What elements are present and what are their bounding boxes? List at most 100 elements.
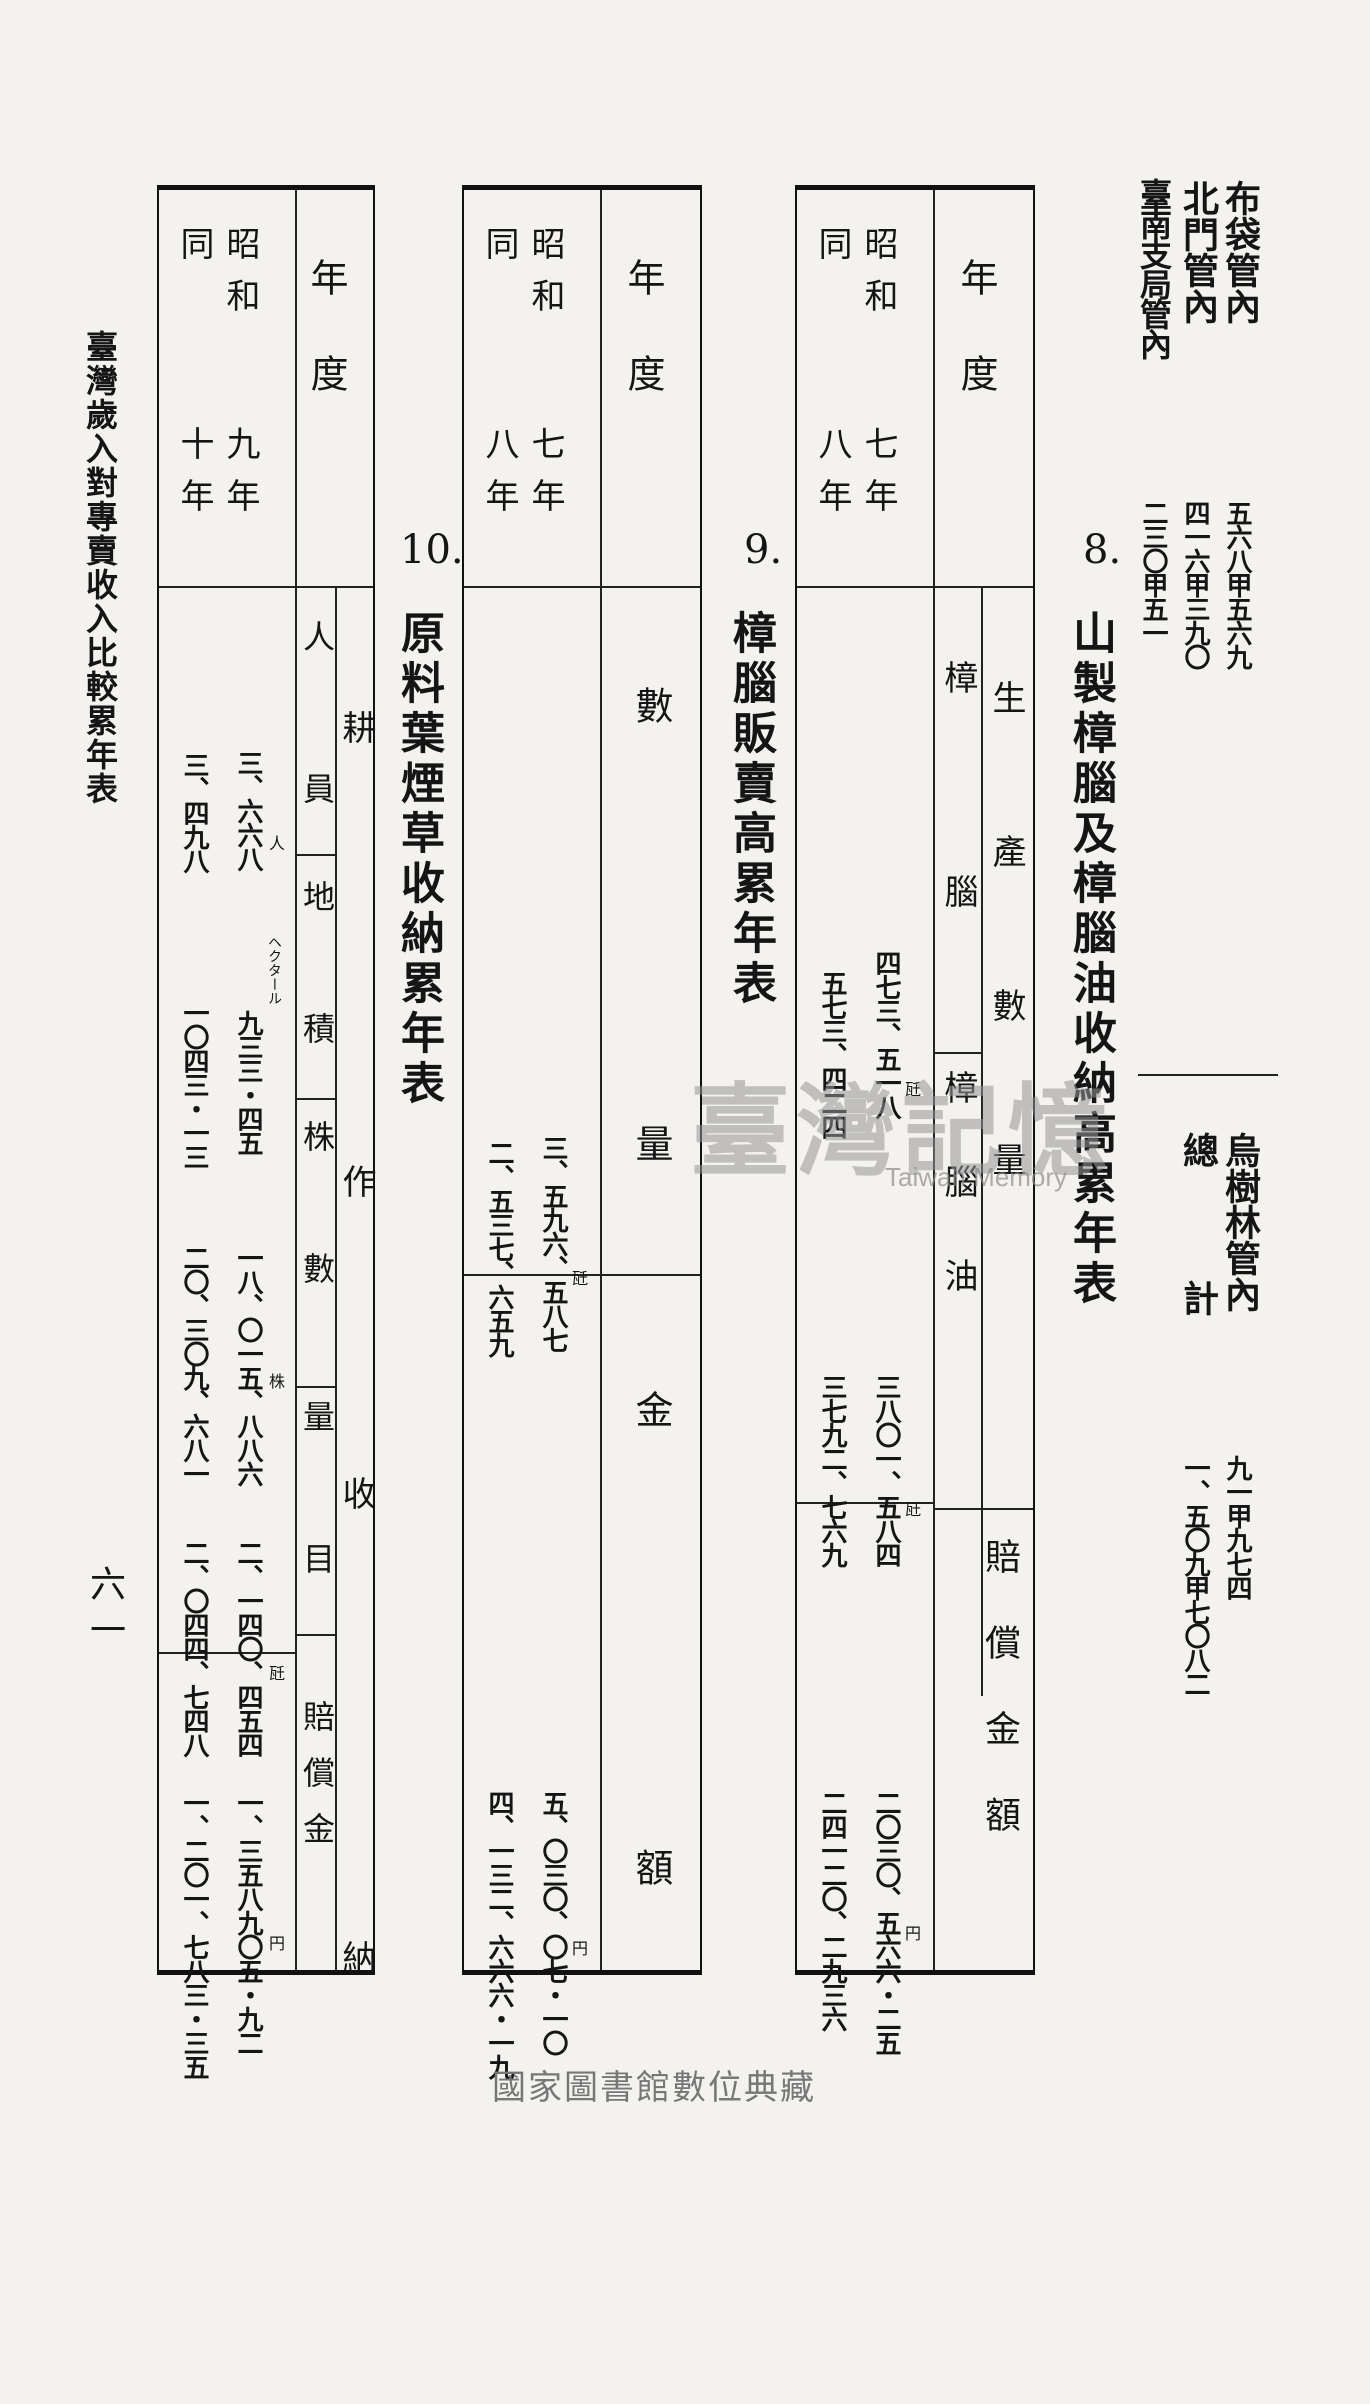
cell-amount: 五、〇三〇、〇七・一〇 (538, 1790, 568, 2054)
sub-divider (295, 1386, 335, 1388)
col-plants: 株數 (298, 1120, 336, 1384)
sub-divider (295, 1098, 335, 1100)
col-year: 年度 (304, 258, 348, 450)
table8-title: 山製樟腦及樟腦油收納高累年表 (1065, 610, 1116, 1310)
row-divider (797, 1502, 933, 1504)
col-divider (335, 586, 337, 1970)
year-b: 九年 (220, 426, 260, 530)
sub-divider (600, 1274, 700, 1276)
year-b: 八年 (812, 426, 852, 530)
col-cultivation: 耕作 (336, 710, 376, 1618)
unit-yen: 円 (269, 1934, 286, 1953)
year-b: 八年 (479, 426, 519, 530)
cell-area: 一〇四三・一三 (179, 1000, 209, 1168)
table10-title: 原料葉煙草收納累年表 (393, 610, 444, 1110)
year-a: 昭和 (525, 226, 565, 330)
year-a: 昭和 (220, 226, 260, 330)
col-collection: 收納 (336, 1476, 376, 2404)
cell-quantity: 三、五九六、五八七 (538, 1135, 568, 1351)
cell-plants: 二〇、三〇九、六八一 (179, 1245, 209, 1485)
cell-plants: 一八、〇一五、八八六 (233, 1245, 263, 1485)
col-divider (981, 586, 983, 1696)
cell-quantity: 二、〇四四、七四八 (179, 1540, 209, 1756)
list-value: 五六八甲五六九 (1222, 500, 1252, 668)
header-divider (464, 586, 700, 588)
col-year: 年度 (621, 258, 665, 450)
col-divider (933, 190, 935, 1970)
year-b: 十年 (174, 426, 214, 530)
cell-people: 三、六六八 (233, 750, 263, 870)
col-compensation: 賠償金 (298, 1700, 336, 1868)
cell-camphor: 四七三、五一八 (871, 950, 901, 1118)
page-number: 六一 (84, 1565, 125, 1657)
table9-title: 樟腦販賣高累年表 (725, 610, 776, 1010)
unit-kin: 瓩 (905, 1500, 922, 1519)
year-a: 同 (812, 226, 852, 278)
list-label: 烏樹林管內 (1219, 1132, 1261, 1312)
cell-amount: 一、三五八九〇五・九二 (233, 1790, 263, 2054)
side-caption: 臺灣歲入對專賣收入比較累年表 (81, 330, 119, 806)
watermark: 臺灣記憶 (690, 1072, 1114, 1190)
cell-quantity: 二、五三七、六五九 (484, 1140, 514, 1356)
col-divider (295, 190, 297, 1970)
cell-oil: 三七九二、七六九 (817, 1374, 847, 1566)
list-label: 布袋管內 (1219, 180, 1261, 324)
sub-divider (295, 854, 335, 856)
col-camphor: 樟腦 (938, 660, 978, 1088)
watermark-sub: Taiwan Memory (885, 1162, 1068, 1192)
col-people: 人員 (298, 620, 336, 924)
row-divider (159, 1652, 295, 1654)
cell-quantity: 二、一四〇、四五四 (233, 1540, 263, 1756)
row-divider (464, 1274, 600, 1276)
cell-people: 三、四九八 (179, 752, 209, 872)
divider (1138, 1074, 1278, 1076)
year-a: 同 (174, 226, 214, 278)
unit-yen: 円 (572, 1939, 589, 1958)
year-a: 同 (479, 226, 519, 278)
unit-plant: 株 (269, 1372, 286, 1391)
header-divider (797, 586, 1033, 588)
unit-kin: 瓩 (572, 1269, 589, 1288)
list-value: 九一甲九七四 (1222, 1455, 1252, 1599)
cell-amount: 一、二〇一、七八三・三五 (179, 1790, 209, 2078)
cell-area: 九三三・四五 (233, 1010, 263, 1154)
cell-oil: 三八〇一、五八四 (871, 1374, 901, 1566)
year-b: 七年 (858, 426, 898, 530)
sub-divider (933, 1508, 1033, 1510)
list-label: 臺南支局管內 (1135, 178, 1173, 358)
list-value: 二三〇甲五一 (1138, 500, 1168, 644)
col-camphor-oil: 樟腦油 (938, 1070, 978, 1352)
cell-amount: 四、一三二、六六六・一九 (484, 1790, 514, 2078)
col-quantity: 量目 (298, 1400, 336, 1684)
list-value: 四一六甲三九〇 (1180, 500, 1210, 668)
col-production: 生產數量 (986, 680, 1026, 1296)
col-amount: 金額 (629, 1390, 673, 2306)
col-divider (600, 190, 602, 1970)
cell-amount: 二〇三〇、五六六・二五 (871, 1790, 901, 2054)
header-divider (159, 586, 373, 588)
col-year: 年度 (954, 258, 998, 450)
sub-divider (295, 1634, 335, 1636)
col-compensation: 賠償金額 (979, 1538, 1020, 1882)
table10: 年度 昭和 九年 同 十年 耕作 收納 人員 地積 株數 量目 賠償金 三、六六… (157, 185, 376, 2404)
list-label: 總 計 (1177, 1132, 1219, 1354)
col-area: 地積 (298, 880, 336, 1144)
col-quantity: 數量 (629, 686, 673, 1562)
unit-kin: 瓩 (269, 1664, 286, 1683)
table9-number: 9. (744, 527, 783, 573)
table8-number: 8. (1083, 527, 1122, 573)
list-value: 一、五〇九甲七〇八二 (1180, 1455, 1210, 1695)
cell-camphor: 五七三、四二四 (817, 970, 847, 1138)
table8: 年度 昭和 七年 同 八年 生產數量 樟腦 樟腦油 賠償金額 四七三、五一八 五… (795, 185, 1035, 2054)
footer: 國家圖書館數位典藏 (492, 2068, 816, 2108)
list-label: 北門管內 (1177, 180, 1219, 324)
unit-yen: 円 (905, 1924, 922, 1943)
year-b: 七年 (525, 426, 565, 530)
unit-person: 人 (269, 834, 286, 853)
year-a: 昭和 (858, 226, 898, 330)
sub-divider (933, 1052, 981, 1054)
unit-hectare: ヘクタール (266, 935, 282, 1005)
table9: 年度 昭和 七年 同 八年 數量 金額 三、五九六、五八七 二、五三七、六五九 … (462, 185, 702, 2306)
table10-number: 10. (400, 527, 464, 573)
cell-amount: 二四一二〇、二九三六 (817, 1790, 847, 2030)
